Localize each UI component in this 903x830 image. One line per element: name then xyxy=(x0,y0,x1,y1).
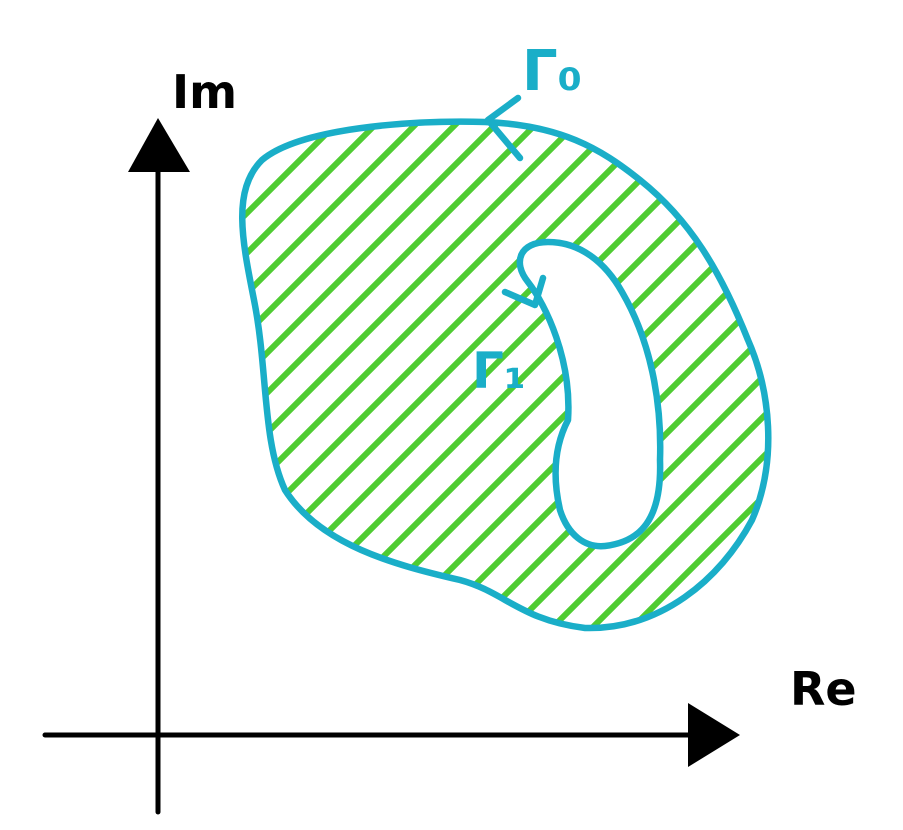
hatch-line xyxy=(657,121,769,629)
real-axis-label: Re xyxy=(790,662,857,716)
outer-contour-direction-arrow xyxy=(484,94,524,162)
inner-contour-gamma1 xyxy=(516,238,664,550)
hatch-line xyxy=(242,121,523,629)
hatch-line xyxy=(537,121,769,629)
imaginary-axis-label: Im xyxy=(172,65,237,119)
hatch-line xyxy=(242,121,683,629)
imaginary-axis-arrowhead xyxy=(128,118,190,172)
hatch-line xyxy=(242,121,723,629)
hatch-line xyxy=(242,121,763,629)
hatch-line xyxy=(242,121,603,629)
hatch-line xyxy=(242,121,443,629)
outer-contour-label: Γ₀ xyxy=(522,39,582,104)
inner-contour-label: Γ₁ xyxy=(472,342,526,400)
outer-contour-gamma0 xyxy=(239,118,772,632)
hatch-line xyxy=(497,121,769,629)
hatch-line xyxy=(242,121,483,629)
hatch-line xyxy=(457,121,769,629)
hatch-line xyxy=(242,121,643,629)
inner-contour-direction-arrow xyxy=(501,274,547,309)
real-axis-arrowhead xyxy=(688,703,740,767)
hatch-line xyxy=(242,121,769,629)
hatch-line xyxy=(242,121,403,629)
hatch-line xyxy=(242,121,563,629)
